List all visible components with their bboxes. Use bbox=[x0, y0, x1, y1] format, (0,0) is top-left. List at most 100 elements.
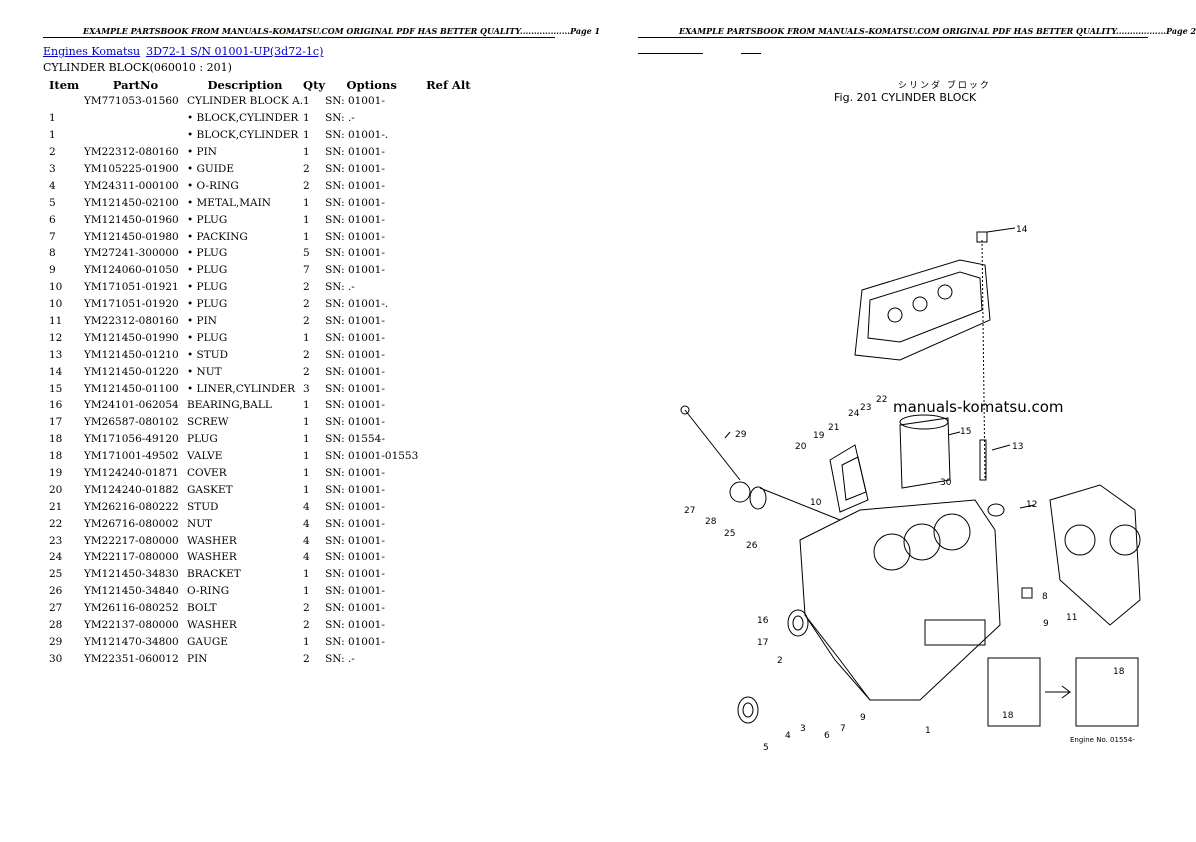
cell-partno: YM26116-080252 bbox=[84, 602, 179, 615]
cell-partno: YM105225-01900 bbox=[84, 163, 179, 175]
cell-description: • NUT bbox=[187, 365, 222, 378]
cell-qty: 4 bbox=[303, 534, 310, 547]
cell-ref-alt bbox=[418, 177, 478, 194]
cell-partno: YM22137-080000 bbox=[84, 619, 179, 632]
callout-9: 9 bbox=[1043, 619, 1049, 629]
cell-description: GASKET bbox=[187, 483, 233, 496]
cell-description: • PLUG bbox=[187, 331, 228, 344]
col-header-partno: PartNo bbox=[112, 77, 159, 92]
cell-partno: YM171056-49120 bbox=[84, 433, 179, 446]
cell-description: • BLOCK,CYLINDER bbox=[187, 129, 299, 142]
cell-item: 22 bbox=[49, 517, 63, 530]
cell-options: SN: 01001- bbox=[325, 365, 385, 378]
cell-description: • PACKING bbox=[187, 230, 248, 243]
cell-description: PLUG bbox=[187, 433, 218, 446]
cell-item: 30 bbox=[49, 652, 63, 665]
cell-qty: 1 bbox=[303, 196, 310, 209]
callout-25: 25 bbox=[724, 529, 735, 539]
col-header-item: Item bbox=[49, 77, 80, 92]
inset-note: Engine No. 01554- bbox=[1070, 736, 1135, 744]
cell-item bbox=[43, 93, 84, 110]
cell-item: 18 bbox=[49, 433, 63, 446]
cell-ref-alt bbox=[418, 448, 478, 465]
cell-item: 14 bbox=[49, 365, 63, 378]
cell-options: SN: .- bbox=[325, 112, 355, 125]
callout-20: 20 bbox=[795, 442, 807, 452]
cell-qty: 2 bbox=[303, 602, 310, 615]
callout-10: 10 bbox=[810, 498, 822, 508]
cell-options: SN: 01001- bbox=[325, 247, 385, 260]
cell-ref-alt bbox=[418, 127, 478, 144]
cell-description: • LINER,CYLINDER bbox=[187, 382, 296, 395]
cell-qty: 1 bbox=[303, 129, 310, 142]
cell-ref-alt bbox=[418, 279, 478, 296]
cell-qty: 1 bbox=[303, 95, 310, 108]
cell-partno: YM121450-01100 bbox=[84, 382, 179, 395]
cell-ref-alt bbox=[418, 144, 478, 161]
cell-options: SN: 01001- bbox=[325, 602, 385, 615]
col-header-qty: Qty bbox=[303, 77, 326, 92]
cell-qty: 1 bbox=[303, 467, 310, 480]
cell-options: SN: 01001- bbox=[325, 95, 385, 108]
cell-item: 29 bbox=[49, 635, 63, 648]
col-header-ref-alt: Ref Alt bbox=[426, 77, 471, 92]
figure-japanese-title: シリンダ ブロック bbox=[898, 81, 991, 91]
header-rule-left bbox=[43, 37, 555, 38]
header-rule-short-1 bbox=[638, 53, 703, 54]
cell-options: SN: 01001- bbox=[325, 163, 385, 175]
cell-qty: 4 bbox=[303, 500, 310, 513]
cell-description: CYLINDER BLOCK A. bbox=[187, 95, 304, 108]
cell-partno: YM124240-01882 bbox=[84, 483, 179, 496]
callout-23: 23 bbox=[860, 403, 871, 413]
cell-item: 20 bbox=[49, 483, 63, 496]
figure-title: Fig. 201 CYLINDER BLOCK bbox=[834, 91, 977, 104]
cell-options: SN: 01001- bbox=[325, 146, 385, 159]
callout-26: 26 bbox=[746, 541, 758, 551]
breadcrumb: Engines Komatsu 3D72-1 S/N 01001-UP(3d72-… bbox=[43, 45, 329, 58]
callout-22: 22 bbox=[876, 395, 887, 405]
section-title: CYLINDER BLOCK(060010 : 201) bbox=[43, 61, 232, 74]
cell-partno: YM124060-01050 bbox=[84, 264, 179, 277]
cell-description: NUT bbox=[187, 517, 213, 530]
cell-qty: 2 bbox=[303, 179, 310, 192]
cell-item: 25 bbox=[49, 568, 63, 581]
watermark: manuals-komatsu.com bbox=[893, 398, 1064, 416]
cell-ref-alt bbox=[418, 481, 478, 498]
cell-description: • STUD bbox=[187, 348, 228, 361]
cell-item: 18 bbox=[49, 450, 63, 463]
cell-ref-alt bbox=[418, 93, 478, 110]
cell-options: SN: 01001- bbox=[325, 382, 385, 395]
cell-qty: 1 bbox=[303, 483, 310, 496]
callout-8: 8 bbox=[1042, 592, 1048, 602]
breadcrumb-link-engines[interactable]: Engines Komatsu bbox=[43, 45, 141, 58]
callout-7: 7 bbox=[840, 724, 846, 734]
callout-11: 11 bbox=[1066, 613, 1077, 623]
head-cover-drawing bbox=[854, 259, 991, 361]
cell-item: 19 bbox=[49, 467, 63, 480]
callout-24: 24 bbox=[848, 409, 860, 419]
cell-ref-alt bbox=[418, 346, 478, 363]
callout-6: 6 bbox=[824, 731, 830, 741]
page-header-right: EXAMPLE PARTSBOOK FROM MANUALS-KOMATSU.C… bbox=[679, 26, 1196, 36]
cell-partno: YM771053-01560 bbox=[84, 95, 179, 108]
breadcrumb-link-model[interactable]: 3D72-1 S/N 01001-UP(3d72-1c) bbox=[146, 45, 324, 58]
col-header-options: Options bbox=[346, 77, 397, 92]
callout-18-b: 18 bbox=[1113, 667, 1125, 677]
cell-item: 10 bbox=[49, 298, 63, 311]
header-rule-short-2 bbox=[741, 53, 761, 54]
cell-options: SN: 01001- bbox=[325, 331, 385, 344]
cell-options: SN: 01001- bbox=[325, 635, 385, 648]
